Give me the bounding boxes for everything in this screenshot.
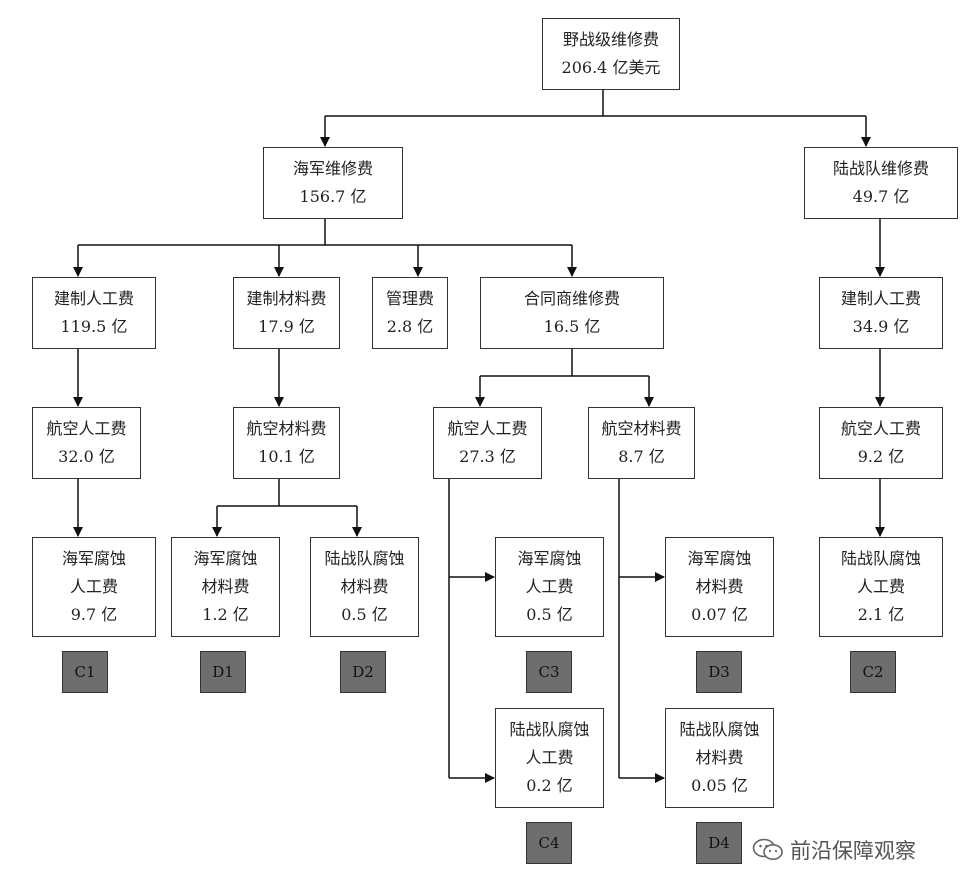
node-navy-org-labor: 建制人工费 119.5 亿 [32, 277, 156, 349]
node-contractor-air-material-name: 航空材料费 [601, 419, 682, 438]
node-contractor-air-labor-value: 27.3 亿 [459, 447, 516, 466]
node-c4: 陆战队腐蚀 人工费 0.2 亿 [495, 708, 604, 808]
node-d3-line1: 海军腐蚀 [687, 549, 752, 568]
tag-d1: D1 [200, 651, 246, 693]
node-c3-line1: 海军腐蚀 [517, 549, 582, 568]
node-c4-value: 0.2 亿 [526, 776, 573, 795]
node-contractor-air-labor-name: 航空人工费 [447, 419, 528, 438]
node-navy-name: 海军维修费 [292, 159, 373, 178]
node-d3-value: 0.07 亿 [691, 605, 748, 624]
node-d1-line2: 材料费 [201, 577, 250, 596]
node-marine-air-labor-value: 9.2 亿 [857, 447, 905, 466]
node-marine: 陆战队维修费 49.7 亿 [804, 147, 958, 219]
node-marine-air-labor: 航空人工费 9.2 亿 [819, 407, 943, 479]
node-c1-line2: 人工费 [69, 577, 118, 596]
node-marine-value: 49.7 亿 [852, 187, 910, 206]
node-navy-value: 156.7 亿 [299, 187, 367, 206]
node-contractor-air-material: 航空材料费 8.7 亿 [588, 407, 695, 479]
node-navy: 海军维修费 156.7 亿 [263, 147, 403, 219]
node-navy-air-material-value: 10.1 亿 [258, 447, 315, 466]
node-navy-org-labor-value: 119.5 亿 [60, 317, 128, 336]
node-marine-org-labor: 建制人工费 34.9 亿 [819, 277, 943, 349]
tag-c1: C1 [62, 651, 108, 693]
node-d3-line2: 材料费 [695, 577, 744, 596]
node-navy-mgmt-value: 2.8 亿 [386, 317, 434, 336]
node-root: 野战级维修费 206.4 亿美元 [542, 18, 680, 90]
node-navy-air-labor-name: 航空人工费 [46, 419, 127, 438]
tag-c4: C4 [526, 822, 572, 864]
tag-c3: C3 [526, 651, 572, 693]
node-marine-org-labor-name: 建制人工费 [840, 289, 921, 308]
node-d2-value: 0.5 亿 [341, 605, 388, 624]
node-navy-contractor-value: 16.5 亿 [543, 317, 601, 336]
node-root-value: 206.4 亿美元 [561, 58, 661, 77]
node-c4-line2: 人工费 [525, 748, 574, 767]
node-c3-value: 0.5 亿 [526, 605, 573, 624]
node-d4-value: 0.05 亿 [691, 776, 748, 795]
node-c3-line2: 人工费 [525, 577, 574, 596]
node-c3: 海军腐蚀 人工费 0.5 亿 [495, 537, 604, 637]
node-d4-line1: 陆战队腐蚀 [679, 720, 760, 739]
node-d1-value: 1.2 亿 [202, 605, 249, 624]
node-navy-air-material-name: 航空材料费 [246, 419, 327, 438]
node-navy-air-material: 航空材料费 10.1 亿 [233, 407, 340, 479]
node-navy-air-labor: 航空人工费 32.0 亿 [32, 407, 141, 479]
node-contractor-air-labor: 航空人工费 27.3 亿 [433, 407, 542, 479]
node-c2-value: 2.1 亿 [857, 605, 905, 624]
node-c2-line1: 陆战队腐蚀 [840, 549, 921, 568]
node-navy-contractor: 合同商维修费 16.5 亿 [480, 277, 664, 349]
node-d1: 海军腐蚀 材料费 1.2 亿 [171, 537, 280, 637]
node-d2: 陆战队腐蚀 材料费 0.5 亿 [310, 537, 419, 637]
node-navy-air-labor-value: 32.0 亿 [58, 447, 115, 466]
node-d3: 海军腐蚀 材料费 0.07 亿 [665, 537, 774, 637]
node-c1: 海军腐蚀 人工费 9.7 亿 [32, 537, 156, 637]
tag-d4: D4 [696, 822, 742, 864]
node-d4-line2: 材料费 [695, 748, 744, 767]
node-c4-line1: 陆战队腐蚀 [509, 720, 590, 739]
node-d2-line1: 陆战队腐蚀 [324, 549, 405, 568]
node-navy-org-material-name: 建制材料费 [246, 289, 327, 308]
tag-c2: C2 [850, 651, 896, 693]
node-navy-contractor-name: 合同商维修费 [523, 289, 620, 308]
node-navy-mgmt: 管理费 2.8 亿 [372, 277, 448, 349]
node-c1-line1: 海军腐蚀 [61, 549, 126, 568]
node-marine-org-labor-value: 34.9 亿 [852, 317, 910, 336]
node-c1-value: 9.7 亿 [70, 605, 118, 624]
watermark: 前沿保障观察 [752, 834, 916, 866]
node-navy-org-labor-name: 建制人工费 [53, 289, 134, 308]
node-d1-line1: 海军腐蚀 [193, 549, 258, 568]
wechat-icon [752, 838, 783, 860]
node-contractor-air-material-value: 8.7 亿 [618, 447, 665, 466]
node-navy-mgmt-name: 管理费 [385, 289, 434, 308]
node-marine-air-labor-name: 航空人工费 [840, 419, 921, 438]
watermark-text: 前沿保障观察 [790, 839, 916, 863]
node-marine-name: 陆战队维修费 [832, 159, 929, 178]
node-c2: 陆战队腐蚀 人工费 2.1 亿 [819, 537, 943, 637]
tag-d2: D2 [340, 651, 386, 693]
tag-d3: D3 [696, 651, 742, 693]
node-navy-org-material-value: 17.9 亿 [258, 317, 315, 336]
node-d4: 陆战队腐蚀 材料费 0.05 亿 [665, 708, 774, 808]
node-root-name: 野战级维修费 [562, 30, 659, 49]
node-c2-line2: 人工费 [856, 577, 905, 596]
node-navy-org-material: 建制材料费 17.9 亿 [233, 277, 340, 349]
node-d2-line2: 材料费 [340, 577, 389, 596]
